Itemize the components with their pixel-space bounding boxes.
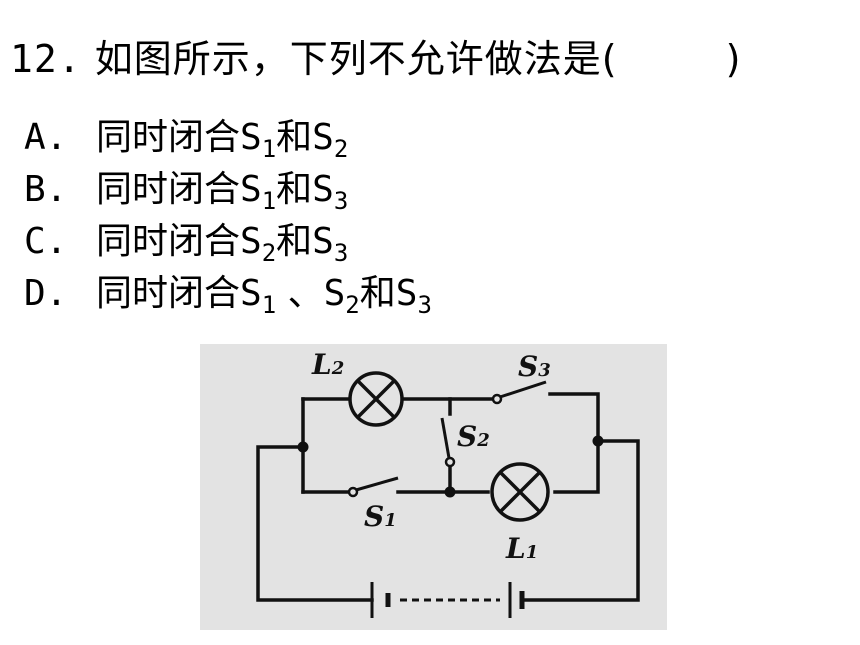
option-b[interactable]: B.同时闭合S1和S3 xyxy=(24,164,432,216)
label-l1-letter: L xyxy=(505,532,526,565)
switch-s3 xyxy=(491,380,547,405)
circuit-svg: L2 S3 S2 S1 L1 xyxy=(256,348,640,618)
switch-symbol: S xyxy=(240,117,262,158)
option-prefix: 同时闭合 xyxy=(96,273,241,314)
label-s1: S1 xyxy=(364,500,397,533)
option-joiner: 和 xyxy=(276,221,313,262)
switch-subscript: 1 xyxy=(261,135,277,163)
battery xyxy=(370,582,525,618)
option-prefix: 同时闭合 xyxy=(96,221,241,262)
question-close-paren: ) xyxy=(725,37,742,81)
option-letter: B. xyxy=(24,169,68,210)
label-l1: L1 xyxy=(505,532,538,565)
switch-symbol: S xyxy=(240,273,262,314)
switch-subscript: 1 xyxy=(261,187,277,215)
switch-symbol: S xyxy=(312,169,334,210)
option-a[interactable]: A.同时闭合S1和S2 xyxy=(24,112,432,164)
label-s3-subscript: 3 xyxy=(538,360,551,381)
lamp-l1 xyxy=(490,462,550,522)
switch-subscript: 2 xyxy=(333,135,349,163)
option-joiner: 、 xyxy=(276,273,324,314)
junction-right xyxy=(592,435,604,447)
question-text: 如图所示，下列不允许做法是( xyxy=(94,37,618,81)
wire-top-right xyxy=(548,392,600,443)
switch-s1 xyxy=(347,476,399,498)
question-number: 12. xyxy=(10,37,82,81)
label-s2-letter: S xyxy=(457,420,477,453)
circuit-diagram: L2 S3 S2 S1 L1 xyxy=(200,344,667,630)
wire-right-outer xyxy=(520,439,640,602)
switch-subscript: 3 xyxy=(333,239,349,267)
wire-right-inner xyxy=(553,439,600,494)
wire-left-outer xyxy=(256,445,374,602)
label-s3-letter: S xyxy=(518,350,538,383)
switch-symbol: S xyxy=(240,221,262,262)
option-joiner: 和 xyxy=(276,169,313,210)
option-joiner: 和 xyxy=(276,117,313,158)
options-list: A.同时闭合S1和S2 B.同时闭合S1和S3 C.同时闭合S2和S3 D.同时… xyxy=(24,112,432,320)
option-c[interactable]: C.同时闭合S2和S3 xyxy=(24,216,432,268)
switch-subscript: 2 xyxy=(345,291,360,319)
option-letter: C. xyxy=(24,221,68,262)
lamp-l2 xyxy=(348,371,404,427)
label-s2: S2 xyxy=(457,420,490,453)
label-l1-subscript: 1 xyxy=(526,542,539,563)
label-l2-subscript: 2 xyxy=(331,358,345,379)
switch-subscript: 1 xyxy=(261,291,277,319)
question-stem: 12. 如图所示，下列不允许做法是() xyxy=(10,32,741,86)
label-l2: L2 xyxy=(311,348,344,381)
label-l2-letter: L xyxy=(311,348,332,381)
junction-middle xyxy=(444,486,456,498)
switch-symbol: S xyxy=(323,273,346,314)
label-s2-subscript: 2 xyxy=(476,430,490,451)
switch-subscript: 2 xyxy=(261,239,277,267)
option-joiner: 和 xyxy=(359,273,396,314)
option-letter: A. xyxy=(24,117,68,158)
switch-symbol: S xyxy=(395,273,418,314)
switch-symbol: S xyxy=(312,221,334,262)
switch-symbol: S xyxy=(312,117,334,158)
label-s1-subscript: 1 xyxy=(384,510,397,531)
switch-subscript: 3 xyxy=(333,187,349,215)
option-prefix: 同时闭合 xyxy=(96,117,241,158)
switch-s2 xyxy=(440,417,456,468)
label-s3: S3 xyxy=(518,350,551,383)
switch-subscript: 3 xyxy=(417,291,432,319)
option-d[interactable]: D.同时闭合S1 、S2和S3 xyxy=(24,268,432,320)
switch-symbol: S xyxy=(240,169,262,210)
option-prefix: 同时闭合 xyxy=(96,169,241,210)
label-s1-letter: S xyxy=(364,500,384,533)
junction-left xyxy=(297,441,309,453)
option-letter: D. xyxy=(24,273,68,314)
